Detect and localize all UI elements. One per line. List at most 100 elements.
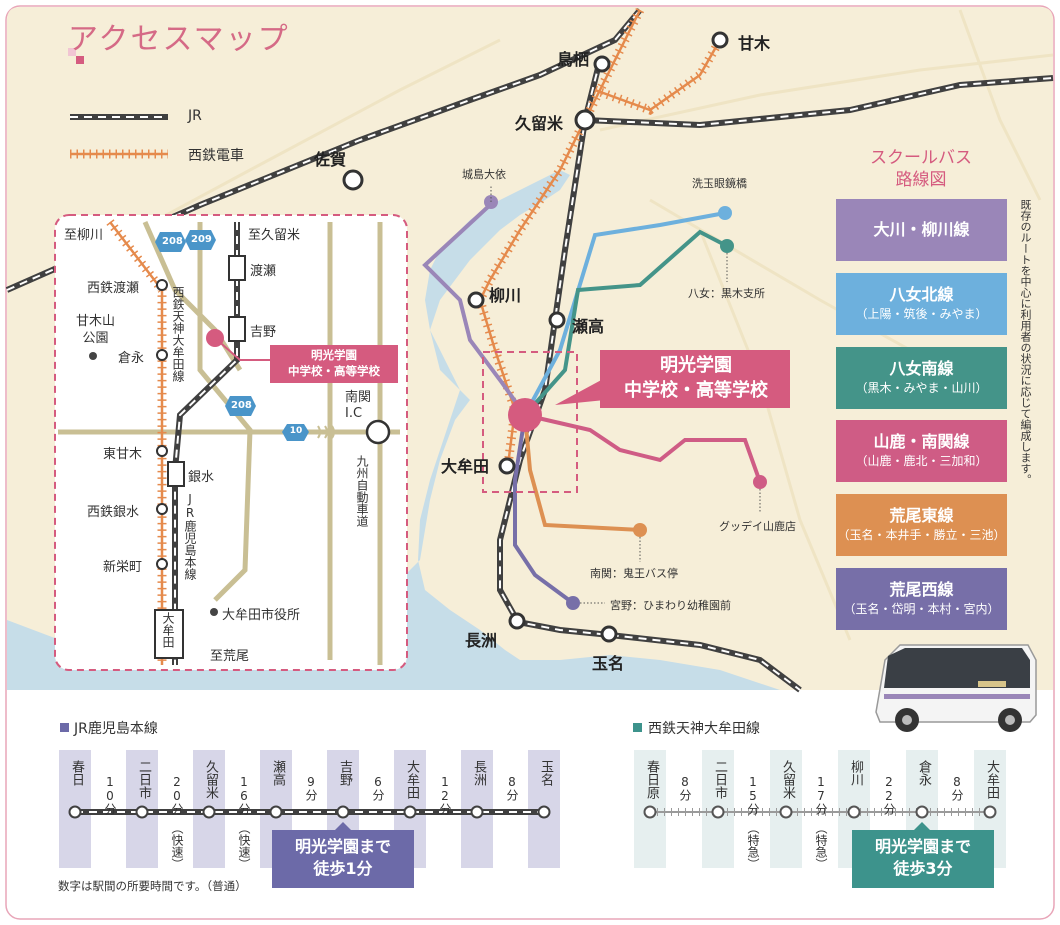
jr-station-4: 瀬高: [270, 760, 285, 786]
bus-panel-title-line1: スクールバス: [870, 148, 972, 168]
nishitetsu-station-1: 春日原: [644, 760, 659, 799]
inset-park: 甘木山 公園: [76, 313, 115, 347]
stop-araitama-dot: [718, 206, 732, 220]
route-208-label-b: 208: [231, 400, 252, 411]
inset-station-ginsui: 銀水: [188, 470, 215, 485]
jr-main-line: [5, 8, 1054, 693]
school-callout-box: [600, 350, 790, 408]
bus-route-2-name: 八女北線: [889, 285, 954, 304]
inset-station-markers: [154, 255, 246, 659]
route-10-shield: [282, 424, 309, 441]
inset-station-omuta: 大牟田: [161, 612, 175, 648]
school-area-box: [482, 351, 578, 493]
inset-station-higashi-amagi: 東甘木: [103, 447, 143, 462]
bus-route-3-sub: （黒木・みやま・山川）: [855, 381, 988, 395]
jr-minutes-6: 12分: [438, 775, 452, 815]
inset-station-kuranaga: 倉永: [118, 351, 145, 366]
bus-route-6-name: 荒尾西線: [889, 580, 954, 599]
nishitetsu-timeline: [634, 750, 1006, 888]
route-arao-east: [523, 414, 641, 532]
nishitetsu-station-3: 久留米: [780, 760, 795, 799]
nishitetsu-walk-box: 明光学園まで 徒歩3分: [852, 836, 994, 880]
station-amagi: 甘木: [738, 34, 771, 53]
bus-route-box-4: [836, 420, 1007, 482]
inset-to-kurume: 至久留米: [248, 228, 301, 243]
bus-route-arao-west: 荒尾西線（玉名・岱明・本村・宮内）: [836, 568, 1007, 630]
route-208-shield-b: [225, 396, 256, 416]
stop-miyano-dot: [566, 596, 580, 610]
inset-park-line1: 甘木山: [76, 314, 116, 329]
stop-goodday-dot: [753, 475, 767, 489]
legend-nishitetsu-label: 西鉄電車: [188, 148, 244, 164]
inset-school-leader: [214, 337, 275, 361]
inset-station-yoshino: 吉野: [250, 325, 277, 340]
station-yanagawa: 柳川: [489, 286, 522, 305]
nishitetsu-minutes-5: 8分: [950, 775, 964, 801]
jr-minutes-2: 20分: [170, 775, 184, 815]
inset-nishitetsu-label: 西鉄天神大牟田線: [171, 286, 185, 382]
bus-route-box-2: [836, 273, 1007, 335]
route-arao-west: [513, 414, 575, 605]
school-callout-pointer: [555, 378, 605, 405]
school-bus-picture: [875, 644, 1037, 732]
inset-ic-marker: [365, 419, 391, 445]
title-mark-2: [76, 56, 84, 64]
bus-route-arao-east: 荒尾東線 （玉名・本井手・勝立・三池）: [836, 494, 1007, 556]
jr-station-8: 玉名: [538, 760, 553, 786]
nishitetsu-note-2: （特急）: [746, 822, 760, 870]
inset-park-line2: 公園: [82, 331, 109, 346]
expressway-break: [317, 425, 335, 439]
stop-leaders: [490, 186, 761, 604]
nishitetsu-station-5: 倉永: [916, 760, 931, 786]
inset-jr-label: JR鹿児島本線: [183, 492, 197, 580]
station-saga: 佐賀: [314, 150, 347, 169]
inset-expressway-label: 九州自動車道: [355, 455, 369, 527]
bus-panel-title: スクールバス 路線図: [846, 147, 996, 191]
inset-ic-line2: I.C: [345, 406, 363, 421]
jr-title-mark: [60, 723, 69, 732]
bus-route-box-3: [836, 347, 1007, 409]
bus-route-5-name: 荒尾東線: [889, 506, 954, 525]
stop-araitama-label: 洗玉眼鏡橋: [692, 177, 747, 190]
school-name-line2: 中学校・高等学校: [624, 380, 768, 401]
inset-station-nishitetsu-ginsui: 西鉄銀水: [87, 505, 140, 520]
station-setaka: 瀬高: [572, 317, 605, 336]
bus-route-4-name: 山鹿・南関線: [873, 432, 970, 451]
stop-yame-dot: [720, 239, 734, 253]
route-208-label-a: 208: [162, 236, 183, 247]
nishitetsu-title-mark: [633, 723, 642, 732]
nishitetsu-line-title: 西鉄天神大牟田線: [648, 721, 760, 737]
route-209-label: 209: [191, 234, 212, 245]
legend-jr-label: JR: [188, 108, 202, 124]
nishitetsu-minutes-1: 8分: [678, 775, 692, 801]
jr-footnote: 数字は駅間の所要時間です。（普通）: [58, 879, 247, 893]
inset-cityhall-dot: [210, 608, 218, 616]
jr-station-7: 長洲: [471, 760, 486, 786]
bus-panel-title-line2: 路線図: [895, 170, 947, 190]
inset-ic-line1: 南関: [345, 390, 372, 405]
inset-school-line2: 中学校・高等学校: [288, 364, 380, 378]
bus-route-5-sub: （玉名・本井手・勝立・三池）: [837, 528, 1006, 542]
nishitetsu-minutes-3: 17分: [814, 775, 828, 815]
inset-city-hall: 大牟田市役所: [222, 608, 301, 623]
school-name-line1: 明光学園: [660, 355, 732, 376]
nishitetsu-note-3: （特急）: [814, 822, 828, 870]
route-208-shield-a: [155, 232, 186, 252]
nishitetsu-walk-line2: 徒歩3分: [893, 859, 953, 878]
bus-route-2-sub: （上陽・筑後・みやま）: [855, 307, 988, 321]
jr-minutes-7: 8分: [505, 775, 519, 801]
inset-park-dot: [89, 352, 97, 360]
stop-joujima-label: 城島大依: [462, 168, 506, 181]
route-yame-south: [523, 229, 728, 417]
jr-minutes-5: 6分: [371, 775, 385, 801]
inset-map-box: [54, 214, 408, 671]
jr-note-3: （快速）: [237, 822, 251, 870]
station-kurume: 久留米: [515, 114, 564, 133]
jr-walk-line1: 明光学園まで: [294, 837, 391, 856]
inset-station-watase: 渡瀬: [250, 264, 277, 279]
route-209-shield: [185, 230, 216, 250]
stop-nankan-label: 南関：鬼王バス停: [590, 567, 678, 580]
nishitetsu-station-4: 柳川: [848, 760, 863, 786]
bus-route-1-name: 大川・柳川線: [873, 220, 970, 239]
